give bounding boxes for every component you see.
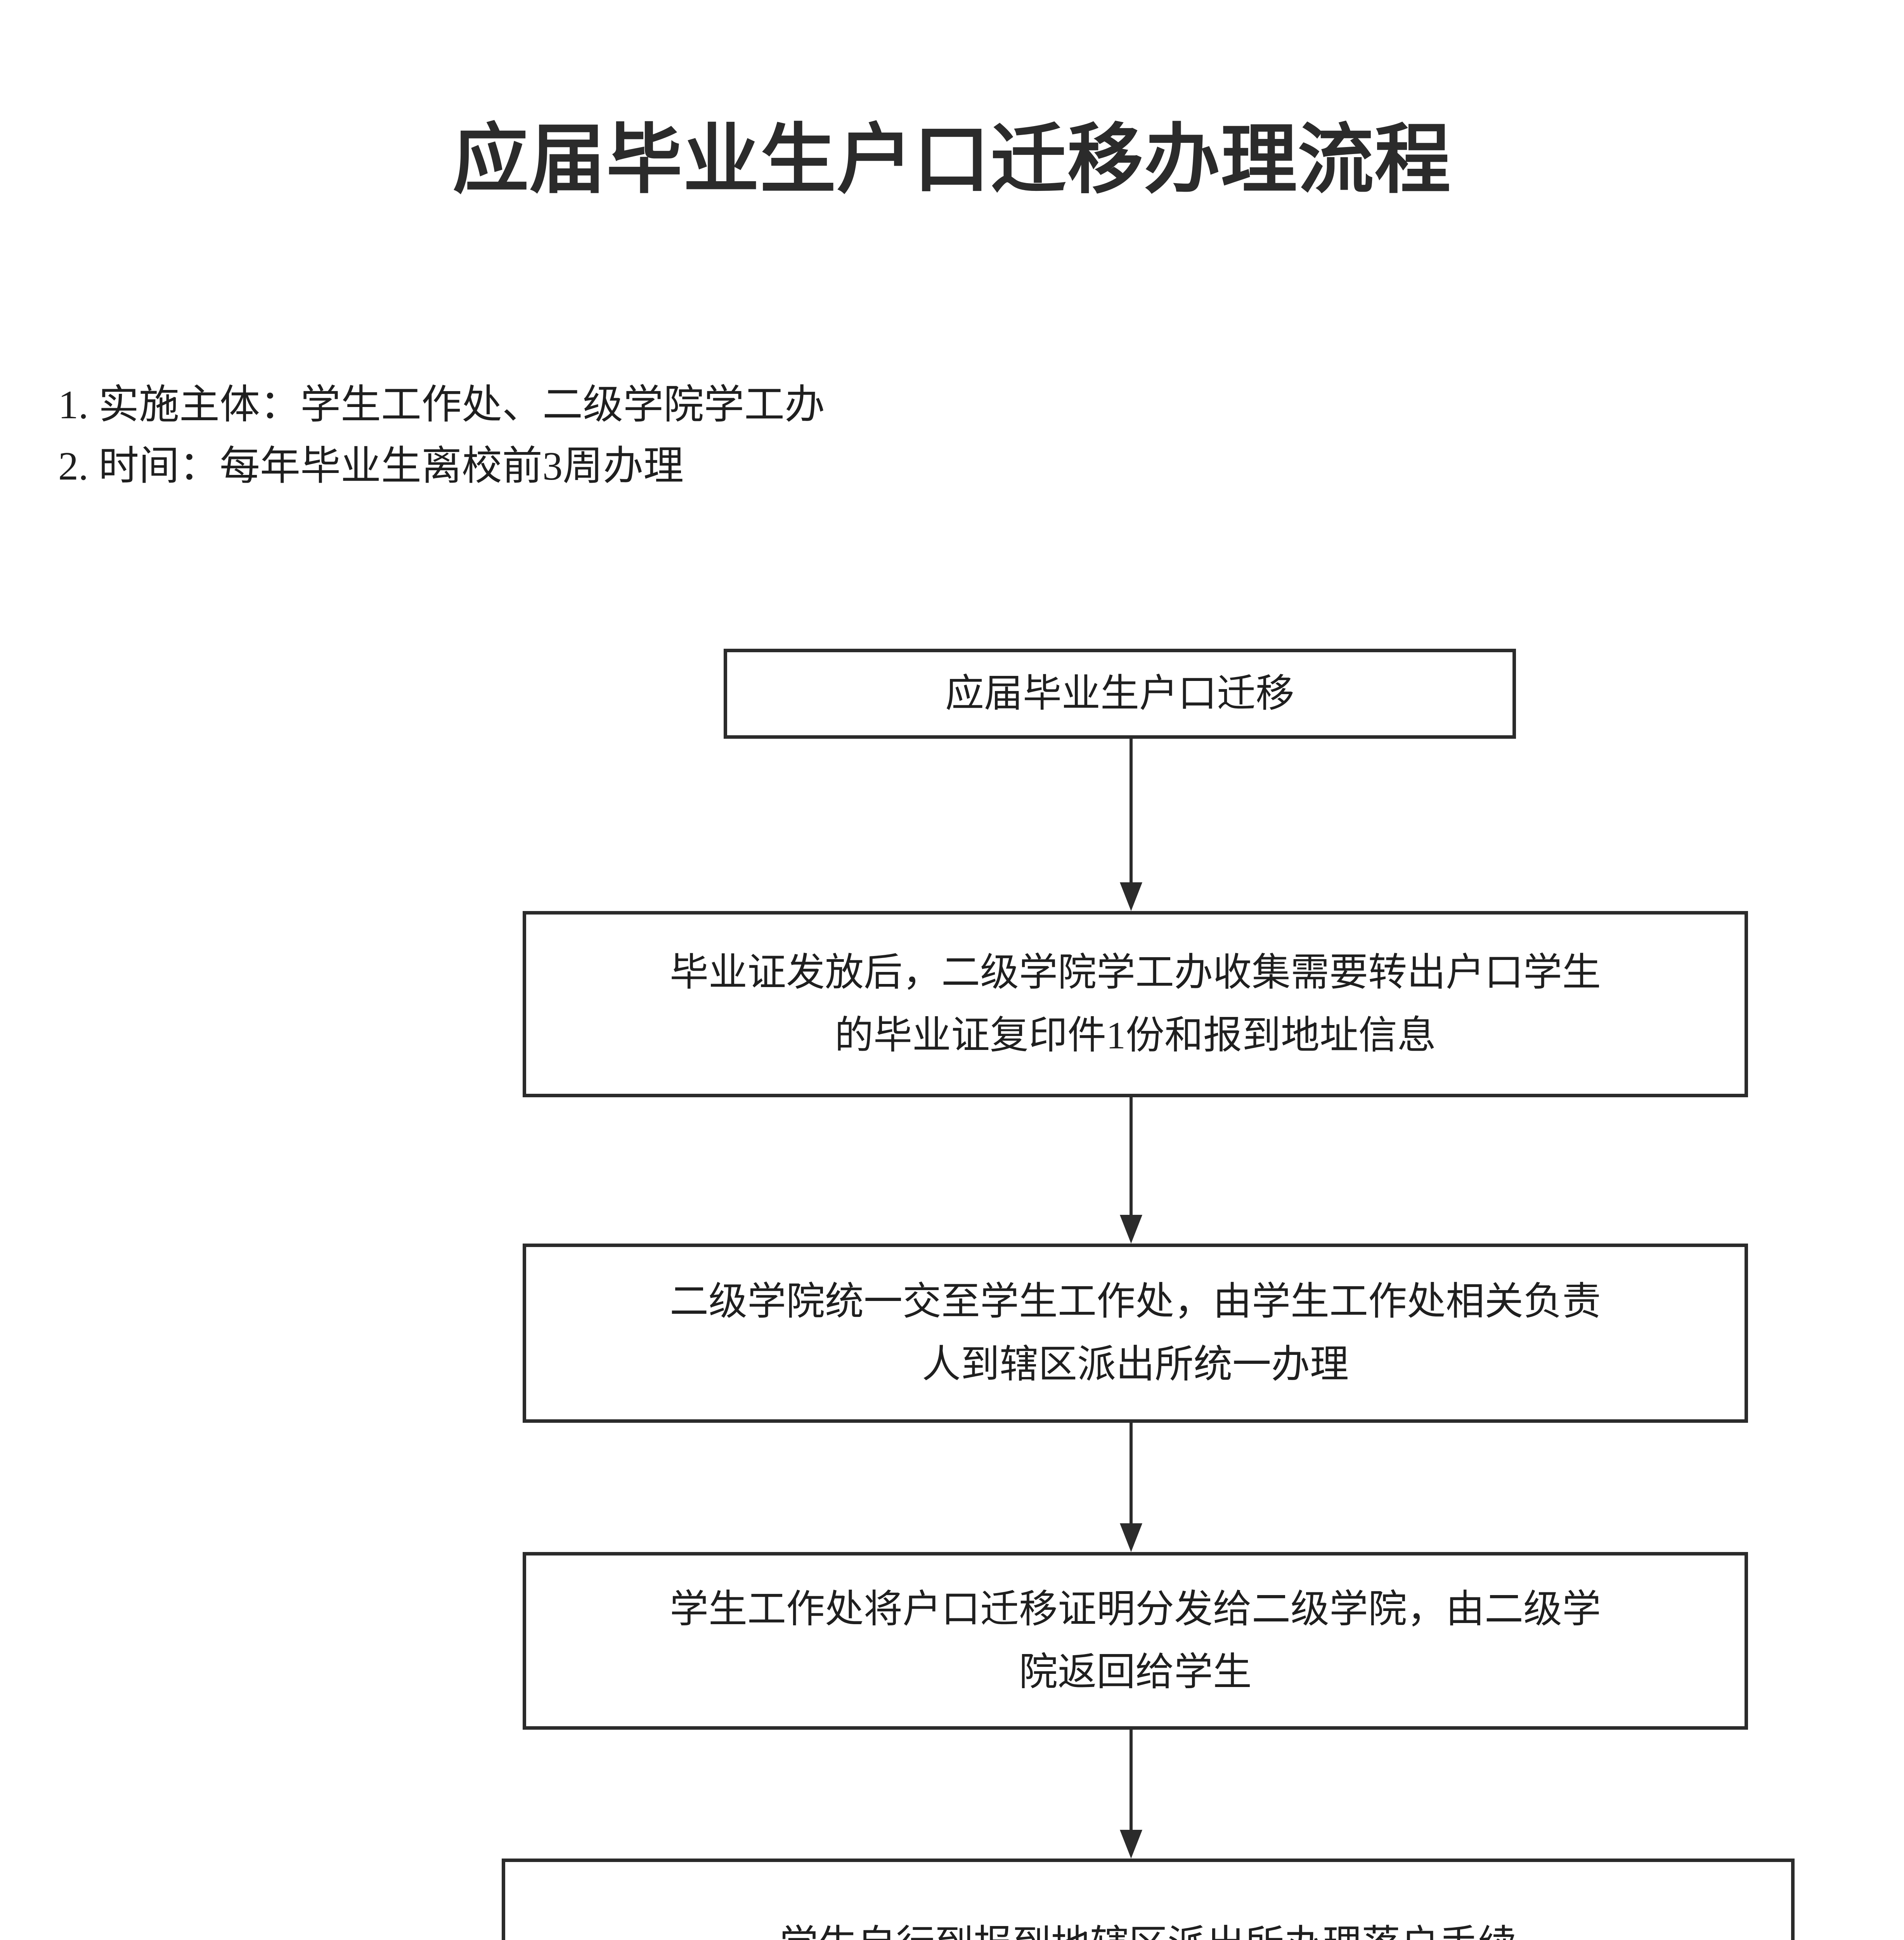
arrow-head [1120, 882, 1142, 911]
flow-node-4-line-2: 院返回给学生 [1019, 1651, 1252, 1694]
flow-node-3: 二级学院统一交至学生工作处，由学生工作处相关负责 人到辖区派出所统一办理 [523, 1244, 1748, 1423]
flow-node-1-text: 应届毕业生户口迁移 [932, 662, 1308, 725]
arrow-down-icon-3 [1120, 1423, 1142, 1552]
flow-node-5-text: 学生自行到报到地辖区派出所办理落户手续 [766, 1913, 1530, 1940]
flow-node-3-text: 二级学院统一交至学生工作处，由学生工作处相关负责 人到辖区派出所统一办理 [657, 1270, 1614, 1396]
flow-node-4-line-1: 学生工作处将户口迁移证明分发给二级学院，由二级学 [670, 1588, 1601, 1631]
flow-node-1-line-1: 应届毕业生户口迁移 [945, 672, 1294, 715]
page-title: 应届毕业生户口迁移办理流程 [452, 116, 1452, 204]
flow-node-5-line-1: 学生自行到报到地辖区派出所办理落户手续 [780, 1913, 1517, 1940]
flow-node-2-line-1: 毕业证发放后，二级学院学工办收集需要转出户口学生 [670, 951, 1601, 994]
arrow-down-icon-2 [1120, 1097, 1142, 1244]
note-line-1: 1. 实施主体：学生工作处、二级学院学工办 [58, 383, 825, 427]
arrow-shaft [1130, 1730, 1133, 1830]
flow-node-4-text: 学生工作处将户口迁移证明分发给二级学院，由二级学 院返回给学生 [657, 1578, 1614, 1704]
flow-node-3-line-2: 人到辖区派出所统一办理 [922, 1343, 1349, 1386]
flow-node-5: 学生自行到报到地辖区派出所办理落户手续 [502, 1859, 1795, 1940]
arrow-shaft [1130, 1097, 1133, 1215]
flow-node-2: 毕业证发放后，二级学院学工办收集需要转出户口学生 的毕业证复印件1份和报到地址信… [523, 911, 1748, 1097]
flow-node-3-line-1: 二级学院统一交至学生工作处，由学生工作处相关负责 [670, 1280, 1601, 1323]
note-line-2: 2. 时间：每年毕业生离校前3周办理 [58, 444, 684, 489]
flow-node-2-line-2: 的毕业证复印件1份和报到地址信息 [835, 1014, 1436, 1057]
arrow-down-icon-4 [1120, 1730, 1142, 1859]
arrow-head [1120, 1830, 1142, 1859]
arrow-down-icon-1 [1120, 739, 1142, 911]
flow-node-1: 应届毕业生户口迁移 [724, 649, 1516, 739]
flow-node-4: 学生工作处将户口迁移证明分发给二级学院，由二级学 院返回给学生 [523, 1552, 1748, 1730]
flow-node-2-text: 毕业证发放后，二级学院学工办收集需要转出户口学生 的毕业证复印件1份和报到地址信… [657, 941, 1614, 1067]
arrow-shaft [1130, 739, 1133, 882]
arrow-head [1120, 1523, 1142, 1552]
preamble-notes: 1. 实施主体：学生工作处、二级学院学工办 2. 时间：每年毕业生离校前3周办理 [58, 374, 825, 497]
arrow-head [1120, 1215, 1142, 1244]
arrow-shaft [1130, 1423, 1133, 1523]
